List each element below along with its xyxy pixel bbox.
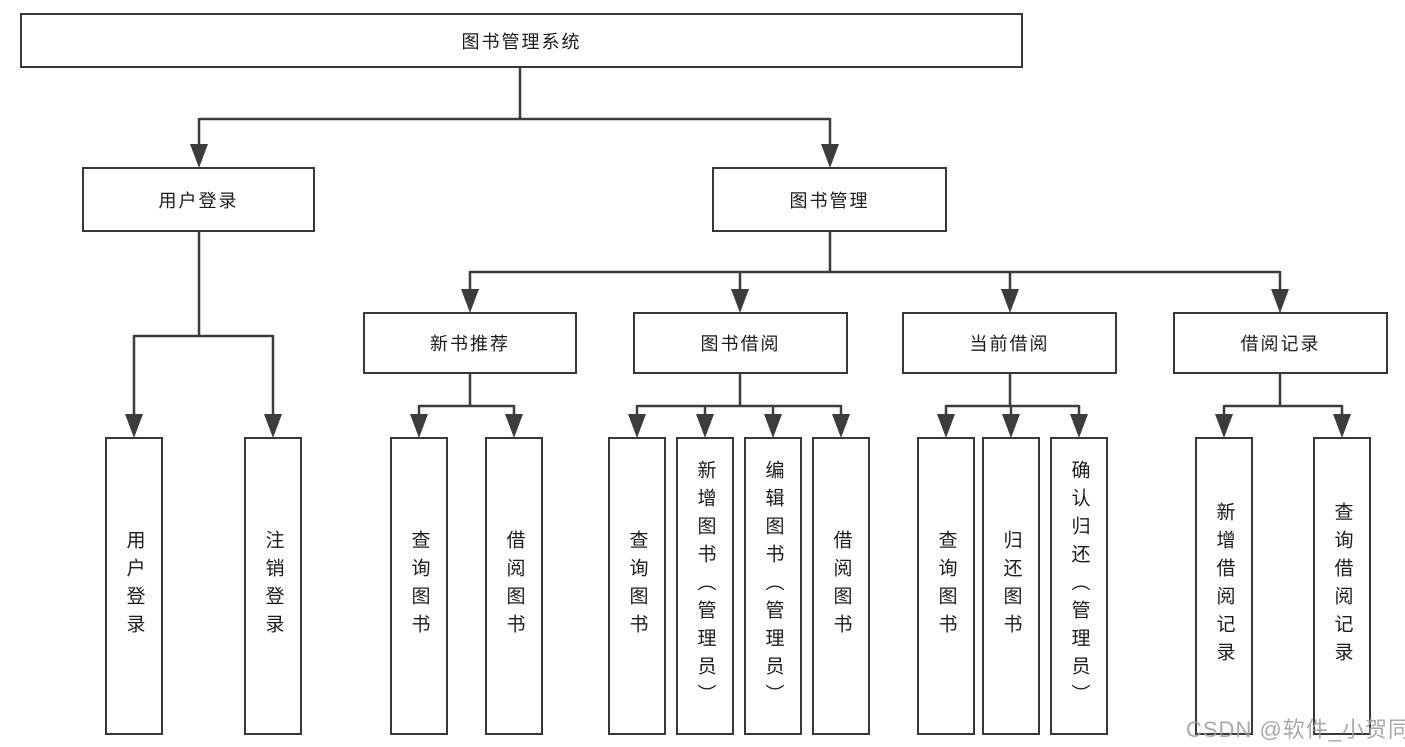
node-label: 查询图书 — [408, 530, 430, 642]
node-label: 新书推荐 — [430, 334, 510, 354]
node-label: 借阅图书 — [503, 530, 525, 642]
leaf-logout: 注销登录 — [244, 437, 302, 735]
node-current-borrow: 当前借阅 — [902, 312, 1117, 374]
leaf-rec-borrow-books: 借阅图书 — [485, 437, 543, 735]
leaf-rec-query-books: 查询图书 — [390, 437, 448, 735]
node-user-login: 用户登录 — [82, 167, 315, 232]
node-label: 新增借阅记录 — [1213, 502, 1235, 670]
node-label: 用户登录 — [158, 190, 239, 211]
node-root: 图书管理系统 — [20, 13, 1023, 68]
node-label: 确认归还（管理员） — [1068, 460, 1090, 712]
leaf-br-add-record: 新增借阅记录 — [1195, 437, 1253, 735]
node-new-book-recommend: 新书推荐 — [363, 312, 577, 374]
leaf-bb-borrow-books: 借阅图书 — [812, 437, 870, 735]
node-label: 借阅记录 — [1240, 334, 1321, 354]
node-borrow-records: 借阅记录 — [1173, 312, 1388, 374]
arrowhead-icons — [125, 144, 1351, 438]
leaf-cb-confirm-return-admin: 确认归还（管理员） — [1050, 437, 1108, 735]
leaf-br-query-record: 查询借阅记录 — [1313, 437, 1371, 735]
node-label: 借阅图书 — [830, 530, 852, 642]
csdn-watermark: CSDN @软件_小贺同学 — [1186, 717, 1405, 742]
node-label: 当前借阅 — [969, 334, 1050, 354]
leaf-bb-query-books: 查询图书 — [608, 437, 666, 735]
node-label: 新增图书（管理员） — [694, 460, 716, 712]
leaf-bb-edit-books-admin: 编辑图书（管理员） — [744, 437, 802, 735]
node-label: 归还图书 — [1000, 530, 1022, 642]
leaf-cb-return-books: 归还图书 — [982, 437, 1040, 735]
leaf-user-login: 用户登录 — [105, 437, 163, 735]
node-label: 图书管理系统 — [461, 31, 582, 52]
node-label: 查询图书 — [935, 530, 957, 642]
node-label: 查询图书 — [626, 530, 648, 642]
leaf-bb-add-books-admin: 新增图书（管理员） — [676, 437, 734, 735]
node-label: 注销登录 — [262, 530, 284, 642]
node-label: 编辑图书（管理员） — [762, 460, 784, 712]
node-book-management: 图书管理 — [712, 167, 947, 232]
node-label: 查询借阅记录 — [1331, 502, 1353, 670]
node-label: 图书借阅 — [700, 334, 781, 354]
leaf-cb-query-books: 查询图书 — [917, 437, 975, 735]
node-label: 图书管理 — [789, 190, 870, 211]
node-label: 用户登录 — [123, 530, 145, 642]
node-book-borrow: 图书借阅 — [633, 312, 848, 374]
